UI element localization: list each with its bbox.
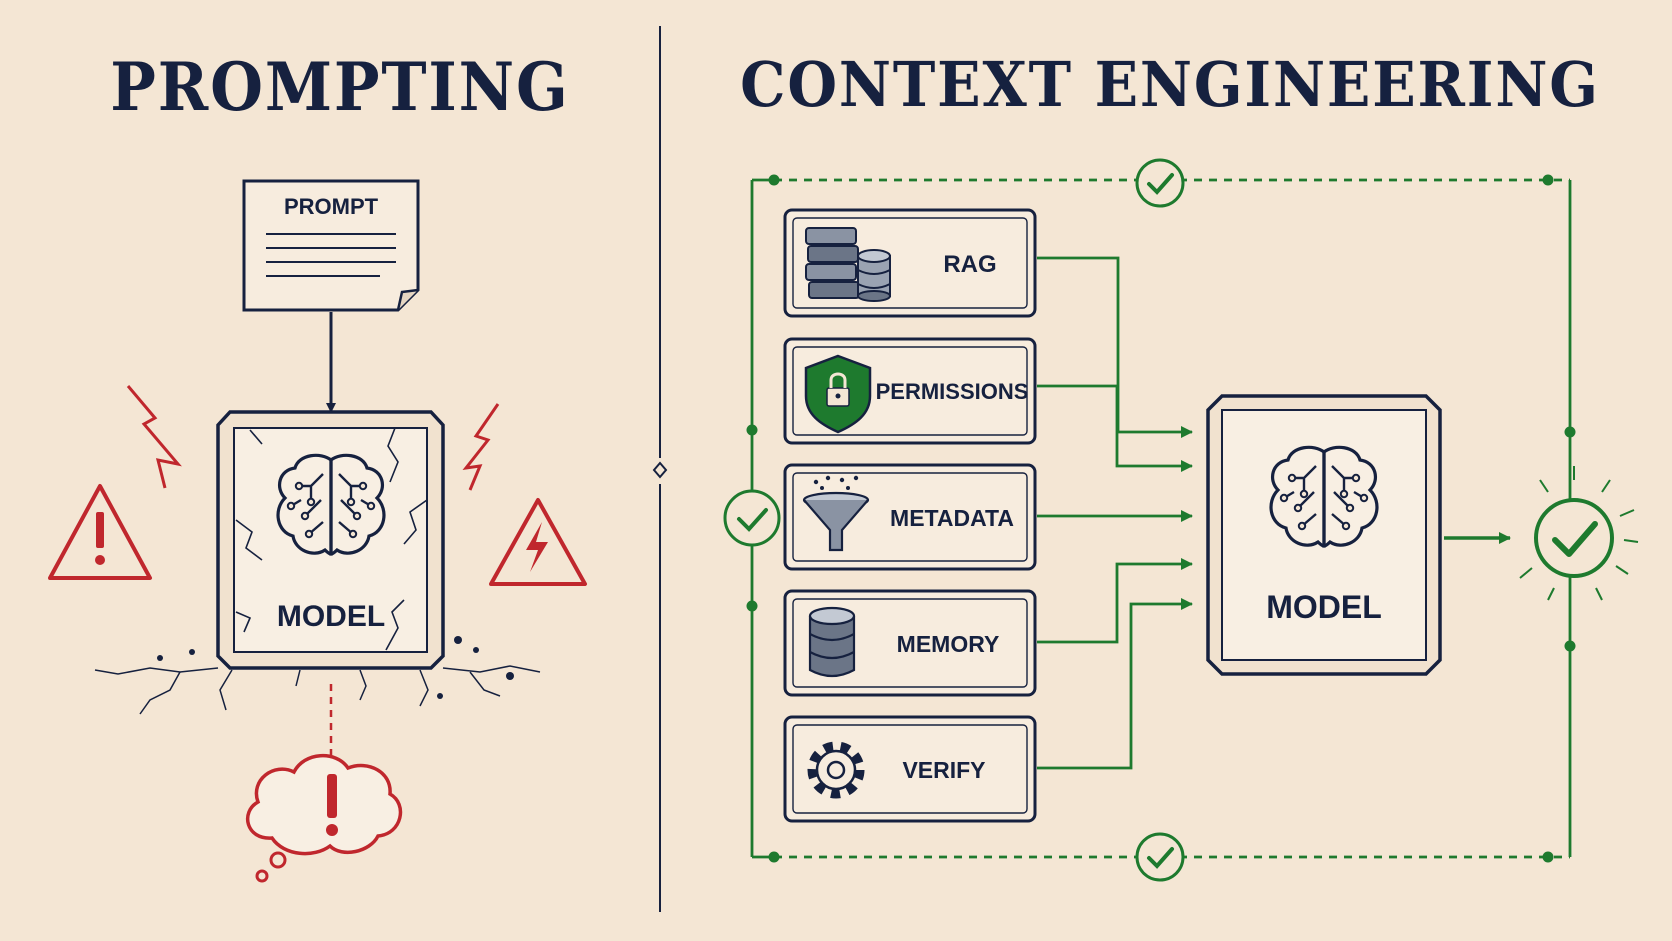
success-check-icon [1519,466,1639,601]
right-model-block: MODEL [1206,394,1442,676]
module-verify: VERIFY [783,715,1037,823]
right-model-label: MODEL [1266,589,1382,625]
shield-lock-icon [804,354,872,434]
context-modules: RAG PERMISSIONS [783,208,1037,823]
error-thought-cloud-icon [246,753,403,883]
rag-label: RAG [943,251,996,278]
memory-label: MEMORY [897,631,1000,657]
left-model-label: MODEL [277,600,385,633]
permissions-label: PERMISSIONS [876,379,1029,404]
module-memory: MEMORY [783,589,1037,697]
metadata-label: METADATA [890,505,1014,531]
electric-hazard-icon [489,498,587,586]
prompting-title: PROMPTING [110,48,570,126]
prompt-document: PROMPT [242,179,420,312]
loop-nodes [746,174,1576,863]
funnel-icon [802,475,870,552]
module-connectors [1037,256,1193,770]
left-model-block: MODEL [216,410,445,670]
verify-label: VERIFY [902,757,985,783]
warning-triangle-icon [48,484,152,580]
ground-cracks [94,665,541,715]
module-permissions: PERMISSIONS [783,337,1037,445]
top-check-icon [1135,158,1185,208]
crack-lines [235,427,428,651]
right-lightning-icon [462,403,500,491]
database-icon [808,606,856,678]
bottom-check-icon [1135,832,1185,882]
debris [157,636,514,699]
books-database-icon [805,227,891,302]
prompt-label: PROMPT [284,194,379,219]
left-lightning-icon [126,385,182,489]
context-engineering-title: CONTEXT ENGINEERING [740,48,1600,121]
module-rag: RAG [783,208,1037,318]
left-check-icon [723,489,781,547]
gear-icon [807,741,865,799]
module-metadata: METADATA [783,463,1037,571]
panel-divider [652,26,668,912]
